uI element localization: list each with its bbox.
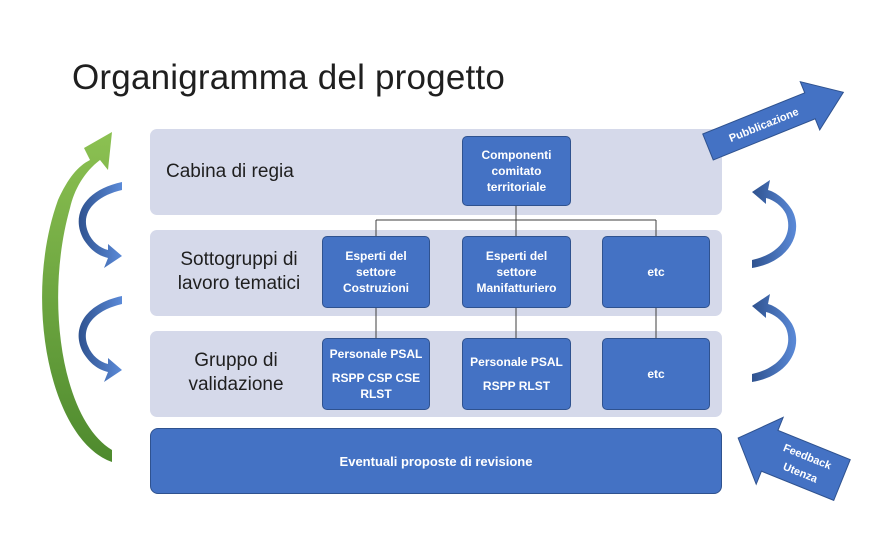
band-label-cabina: Cabina di regia [166, 161, 294, 182]
box-line: territoriale [486, 180, 547, 194]
band-cabina-di-regia: Cabina di regia [150, 129, 722, 215]
band-label-gruppo-line2: validazione [188, 374, 284, 395]
box-line: comitato [491, 164, 542, 178]
box-line: etc [647, 265, 665, 279]
blue-curve-arrow-icon [752, 180, 797, 268]
box-line: Personale PSAL [470, 355, 563, 369]
box-line: RLST [360, 387, 392, 401]
bar-proposte-revisione: Eventuali proposte di revisione [150, 428, 722, 494]
box-componenti-comitato: Componenti comitato territoriale [462, 136, 571, 206]
feedback-arrow-icon [737, 416, 851, 502]
box-line: Componenti [481, 148, 552, 162]
page-title: Organigramma del progetto [72, 58, 505, 97]
box-esperti-costruzioni: Esperti del settore Costruzioni [322, 236, 430, 308]
band-label-sottogruppi-line2: lavoro tematici [177, 273, 301, 294]
box-line: Esperti del [345, 249, 407, 263]
box-line: settore [496, 265, 537, 279]
box-etc-validazione: etc [602, 338, 710, 410]
band-label-sottogruppi-line1: Sottogruppi di [180, 249, 298, 270]
box-personale-psal-manifatturiero: Personale PSAL RSPP RLST [462, 338, 571, 410]
green-up-arrow-icon [42, 132, 112, 462]
box-etc-sottogruppi: etc [602, 236, 710, 308]
pubblicazione-arrow-icon: Pubblicazione [702, 80, 845, 161]
band-label-gruppo: Gruppo di validazione [162, 349, 310, 397]
blue-curve-arrow-icon [752, 294, 797, 382]
box-line: Manifatturiero [476, 281, 557, 295]
blue-curve-arrow-icon [78, 182, 122, 268]
band-label-gruppo-line1: Gruppo di [194, 350, 278, 371]
band-label-sottogruppi: Sottogruppi di lavoro tematici [164, 248, 314, 296]
box-line: RSPP RLST [482, 379, 551, 393]
box-personale-psal-costruzioni: Personale PSAL RSPP CSP CSE RLST [322, 338, 430, 410]
box-line: etc [647, 367, 665, 381]
box-line: RSPP CSP CSE [331, 371, 421, 385]
box-esperti-manifatturiero: Esperti del settore Manifatturiero [462, 236, 571, 308]
box-line: settore [355, 265, 396, 279]
box-line: Esperti del [485, 249, 548, 263]
box-line: Personale PSAL [329, 347, 423, 361]
box-line: Costruzioni [343, 281, 409, 295]
blue-curve-arrow-icon [78, 296, 122, 382]
